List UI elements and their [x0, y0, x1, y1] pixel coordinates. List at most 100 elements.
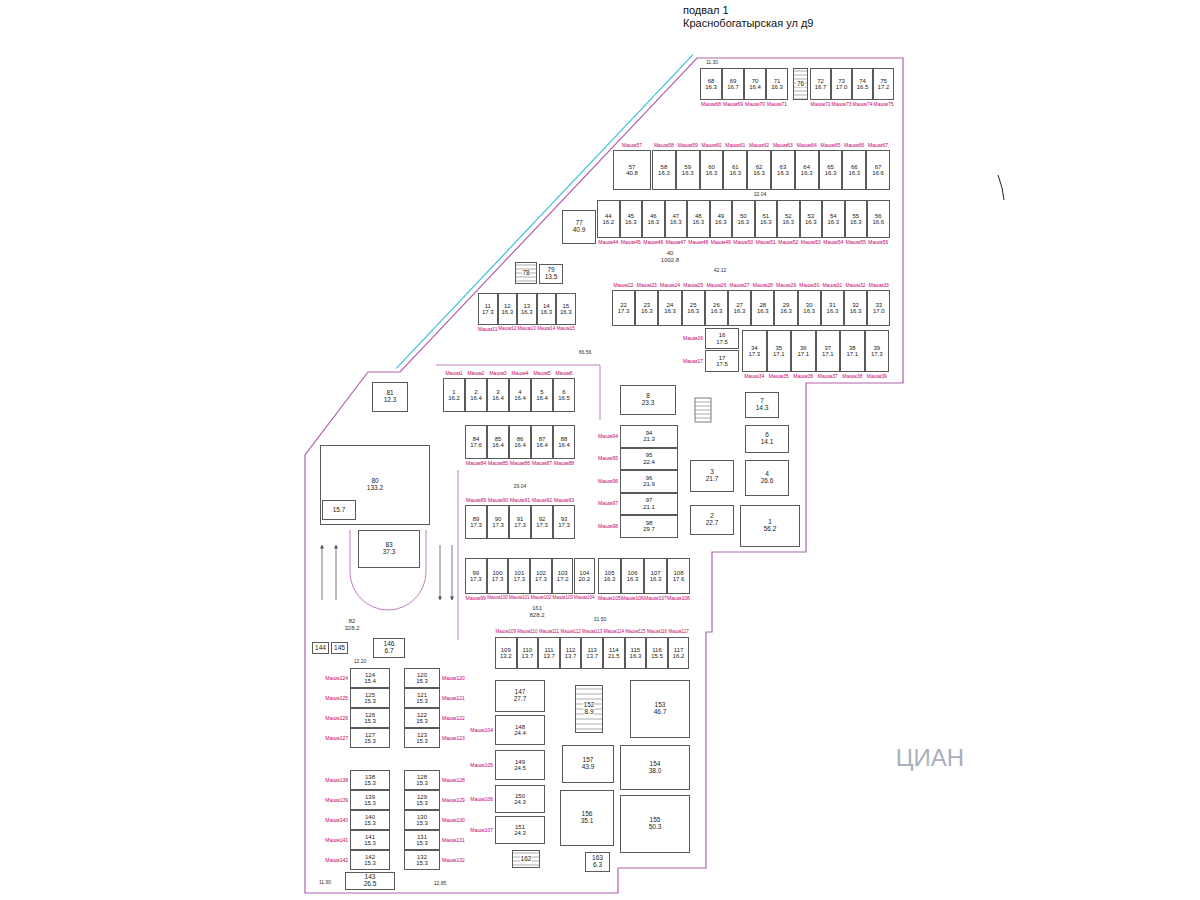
stair-hatch [512, 853, 540, 865]
label-strip: Машм62 [747, 141, 771, 150]
space-label: Машм60 [701, 143, 721, 148]
parking-space: 9017.3Машм90 [487, 496, 509, 539]
parking-space: 11516.3Машм115 [625, 628, 647, 669]
room-outline: 222.7 [690, 505, 734, 535]
parking-space: 9317.3Машм93 [553, 496, 575, 539]
room-outline: 10516.3 [598, 558, 621, 594]
label-strip: Машм88 [553, 459, 575, 468]
room-outline: 823.3 [620, 385, 676, 415]
area-value: 16.3 [624, 219, 637, 225]
space-label: Машм32 [846, 283, 866, 288]
parking-space: 7517.2Машм75 [873, 68, 894, 109]
room-outline: 1466.7 [373, 638, 405, 658]
parking-space: 616.5Машм6 [553, 369, 575, 412]
parking-space: 5116.3Машм51 [755, 200, 778, 247]
space-label: Машм91 [510, 498, 530, 503]
parking-space: 7416.5Машм74 [852, 68, 873, 109]
room-outline: 10716.3 [644, 558, 667, 594]
area-value: 14.1 [760, 439, 774, 446]
label-strip: Машм73 [831, 100, 852, 109]
space-label: Машм26 [706, 283, 726, 288]
room-outline: 2816.3 [751, 290, 774, 326]
area-value: 16.2 [672, 653, 685, 659]
stair: 1528.9 [575, 685, 603, 733]
space-label: Машм128 [442, 778, 465, 783]
area-value: 16.3 [669, 219, 682, 225]
label-strip: Машм47 [665, 238, 688, 247]
area-value: 17.3 [491, 576, 504, 582]
area-value: 16.7 [814, 84, 827, 90]
space-label: Машм73 [831, 102, 851, 107]
parking-space: 11013.7Машм110 [517, 628, 539, 669]
space-label: Машм140 [325, 818, 348, 823]
parking-space: 4816.3Машм48 [687, 200, 710, 247]
parking-space: 1617.5Машм16 [673, 328, 739, 349]
parking-space: 3817.1Машм38 [840, 330, 865, 381]
room: 823.3 [620, 385, 676, 415]
ramp-arrow [440, 545, 441, 600]
dimension: 42.12 [714, 268, 727, 274]
stair-hatch [575, 689, 603, 729]
space-label: Машм123 [442, 736, 465, 741]
area-value: 17.3 [536, 522, 549, 528]
space-label: Машм85 [488, 461, 508, 466]
space-label: Машм84 [466, 461, 486, 466]
room-outline: 9522.4 [620, 448, 678, 471]
parking-space: 2916.3Машм29 [774, 281, 797, 326]
parking-space: 1216.3Машм12 [498, 293, 518, 334]
room-outline: 144 [312, 642, 329, 654]
label-strip: Машм107 [469, 816, 495, 844]
space-label: Машм58 [654, 143, 674, 148]
room: 15550.3 [620, 795, 690, 853]
space-label: Машм53 [801, 240, 821, 245]
area-value: 17.1 [846, 351, 859, 357]
space-label: Машм104 [574, 596, 595, 601]
parking-space: 11421.5Машм114 [603, 628, 625, 669]
room-outline: 7913.5 [539, 264, 563, 284]
parking-space: 13215.3Машм132 [404, 850, 468, 870]
area-value: 12.3 [383, 397, 397, 404]
room-outline: 11313.7 [581, 637, 603, 669]
room-outline: 10217.3 [530, 558, 552, 594]
area-value: 16.3 [756, 308, 769, 314]
room-outline: 13015.3 [404, 810, 440, 830]
parking-space: 12015.3Машм120 [404, 668, 468, 688]
area-value: 16.3 [800, 170, 813, 176]
label-strip: Машм49 [710, 238, 733, 247]
area-value: 16.3 [559, 309, 572, 315]
room-outline: 4616.3 [642, 200, 665, 238]
space-label: Машм52 [778, 240, 798, 245]
area-value: 15.3 [364, 840, 377, 846]
pen-mark [998, 175, 1004, 200]
area-value: 16.3 [753, 170, 766, 176]
area-value: 15.3 [416, 718, 429, 724]
label-strip: Машм127 [316, 728, 350, 748]
room-number: 145 [334, 645, 346, 652]
label-strip: Машм34 [742, 372, 767, 381]
room-number: 2 [710, 513, 715, 520]
label-strip: Машм138 [316, 770, 350, 790]
space-label: Машм121 [442, 696, 465, 701]
label-strip: Машм48 [687, 238, 710, 247]
area-value: 16.3 [501, 309, 514, 315]
room-outline: 1416.3 [537, 293, 557, 325]
parking-space: 3917.3Машм39 [865, 330, 890, 381]
area-value: 15.3 [416, 738, 429, 744]
room-outline: 5740.8 [613, 150, 651, 190]
room-outline: 14115.3 [350, 830, 390, 850]
space-label: Машм111 [539, 630, 559, 635]
room-outline: 8917.3 [465, 505, 487, 539]
area-value: 15.3 [364, 820, 377, 826]
space-label: Машм35 [769, 374, 789, 379]
space-label: Машм13 [518, 327, 536, 332]
label-strip: Машм100 [487, 594, 509, 603]
parking-space: 7317.0Машм73 [831, 68, 852, 109]
parking-space: 9621.9Машм96 [588, 470, 678, 493]
room-outline: 11013.7 [517, 637, 539, 669]
space-label: Машм39 [867, 374, 887, 379]
room-outline: 2217.3 [612, 290, 635, 326]
space-label: Машм56 [868, 240, 888, 245]
label-strip: Машм44 [597, 238, 620, 247]
space-label: Машм92 [532, 498, 552, 503]
area-value: 14.3 [755, 405, 769, 412]
